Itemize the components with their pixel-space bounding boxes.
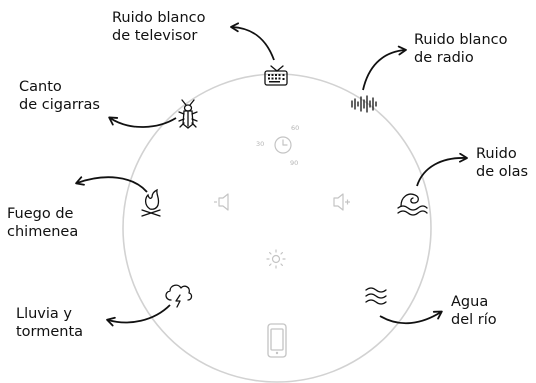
ocean-wave-icon bbox=[397, 193, 428, 216]
phone-icon bbox=[267, 323, 287, 358]
label-river: Agua del río bbox=[451, 294, 497, 328]
volume-down-icon bbox=[214, 193, 229, 211]
timer-clock-icon bbox=[274, 136, 292, 154]
radio-waveform-icon bbox=[351, 95, 377, 113]
arrow-tv bbox=[230, 22, 275, 61]
label-tv-white-noise: Ruido blanco de televisor bbox=[112, 10, 206, 44]
storm-cloud-icon bbox=[165, 284, 193, 308]
label-cicadas: Canto de cigarras bbox=[19, 79, 100, 113]
campfire-icon bbox=[141, 188, 161, 217]
label-rain-storm: Lluvia y tormenta bbox=[16, 306, 84, 340]
timer-option-60: 60 bbox=[291, 124, 300, 132]
light-sun-icon bbox=[266, 249, 286, 269]
label-radio-white-noise: Ruido blanco de radio bbox=[414, 32, 508, 66]
device-outline bbox=[122, 73, 432, 383]
arrow-cicadas bbox=[108, 116, 177, 128]
label-waves: Ruido de olas bbox=[476, 146, 529, 180]
river-water-icon bbox=[365, 287, 387, 305]
arrow-storm bbox=[106, 304, 171, 327]
cicada-icon bbox=[178, 99, 198, 129]
arrow-fire bbox=[75, 176, 148, 193]
arrow-waves bbox=[416, 152, 468, 187]
arrow-river bbox=[379, 310, 443, 325]
label-fireplace: Fuego de chimenea bbox=[7, 206, 79, 240]
timer-option-30: 30 bbox=[256, 140, 265, 148]
volume-up-icon bbox=[333, 193, 350, 211]
timer-option-90: 90 bbox=[290, 159, 299, 167]
television-icon bbox=[264, 65, 288, 86]
arrow-radio bbox=[362, 45, 407, 91]
